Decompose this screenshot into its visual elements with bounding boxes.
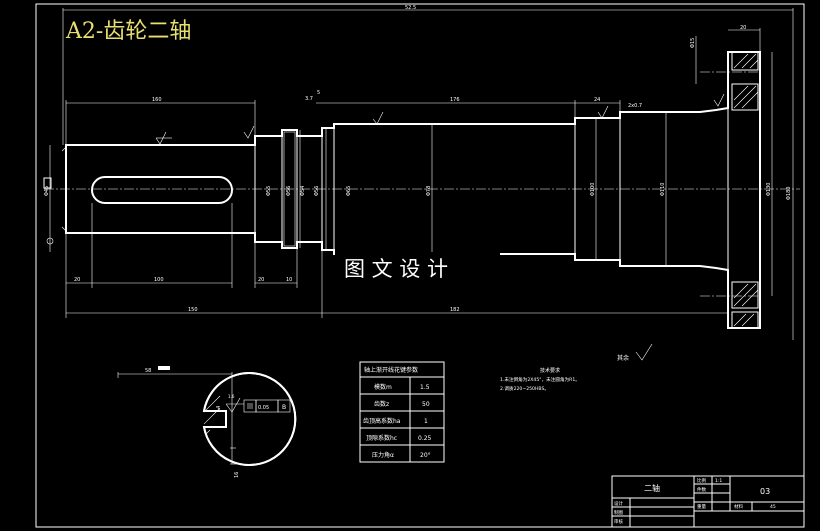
gear-row-value: 1.5 bbox=[420, 384, 430, 391]
title-drawing-no: 03 bbox=[760, 487, 770, 496]
dim-overall: 52.5 bbox=[405, 5, 416, 11]
shaft-outline bbox=[61, 51, 761, 329]
title-check-label: 审核 bbox=[614, 518, 623, 525]
dim-diameter-9: Φ130 bbox=[766, 183, 772, 196]
title-block: 二轴 比例 1:1 件数 重量 材料 45 03 设计 制图 审核 bbox=[611, 475, 805, 528]
dim-diameter-6: Φ78 bbox=[426, 186, 432, 196]
gear-row-label: 齿顶高系数ha bbox=[363, 417, 401, 425]
section-roughness: 1.6 bbox=[228, 394, 235, 399]
dim-step-b: 5 bbox=[317, 90, 320, 96]
gear-table: 轴上渐开线花键参数 模数m 1.5 齿数z 50 齿顶高系数ha 1 顶隙系数h… bbox=[359, 361, 445, 463]
dim-diameter-7: Φ100 bbox=[590, 183, 596, 196]
title-scale-value: 1:1 bbox=[715, 478, 722, 484]
dim-flange-thickness: 20 bbox=[740, 25, 746, 31]
gear-table-header: 轴上渐开线花键参数 bbox=[364, 366, 418, 374]
dim-bottom-right-total: 182 bbox=[450, 307, 460, 313]
gear-row-label: 压力角α bbox=[372, 451, 394, 459]
keyway-slot bbox=[91, 176, 233, 204]
dim-keyway-offset: 20 bbox=[74, 277, 80, 283]
gear-row-value: 0.25 bbox=[418, 435, 432, 442]
dim-diameter-10: Φ180 bbox=[786, 187, 792, 200]
title-qty-label: 件数 bbox=[697, 486, 706, 493]
watermark-bg bbox=[335, 252, 500, 282]
dim-step-a: 3.7 bbox=[305, 96, 313, 102]
tolerance-value: 0.05 bbox=[258, 405, 269, 411]
drawing-border bbox=[35, 3, 805, 528]
dim-diameter-1: Φ55 bbox=[266, 186, 272, 196]
title-material-label: 材料 bbox=[734, 503, 743, 510]
gear-row-label: 齿数z bbox=[374, 400, 389, 408]
cross-section: 58 14 16 0.05 B 1.6 bbox=[117, 366, 297, 478]
dim-bottom-left-total: 150 bbox=[188, 307, 198, 313]
gear-row-label: 模数m bbox=[374, 383, 392, 391]
dim-section-width: 58 bbox=[145, 368, 151, 374]
dim-bottom-small-a: 20 bbox=[258, 277, 264, 283]
dim-section-depth: 14 bbox=[216, 406, 222, 412]
title-design-label: 设计 bbox=[614, 500, 623, 507]
watermark-text: 图 文 设 计 bbox=[344, 257, 448, 281]
dim-flange: Φ15 bbox=[690, 38, 696, 48]
dim-chamfer: 2x0.7 bbox=[628, 103, 642, 109]
surface-note: 其余 bbox=[617, 354, 629, 362]
title-part-name: 二轴 bbox=[644, 483, 660, 493]
title-scale-label: 比例 bbox=[697, 477, 706, 484]
dim-middle-segment: 176 bbox=[450, 97, 460, 103]
tech-req-line: 2.调质220~250HBS。 bbox=[500, 385, 549, 392]
title-material-value: 45 bbox=[770, 504, 776, 510]
dim-diameter-4: Φ56 bbox=[314, 186, 320, 196]
dim-diameter-2: Φ56 bbox=[286, 186, 292, 196]
roughness-symbols bbox=[155, 93, 725, 361]
dim-diameter-5: Φ65 bbox=[346, 186, 352, 196]
dim-bottom-small-b: 10 bbox=[286, 277, 292, 283]
drawing-title: A2-齿轮二轴 bbox=[65, 19, 191, 44]
gear-row-value: 20° bbox=[420, 452, 431, 459]
dim-step-c: 24 bbox=[594, 97, 600, 103]
gear-row-value: 50 bbox=[422, 401, 430, 408]
flange-hatch bbox=[700, 51, 760, 329]
dim-diameter-8: Φ110 bbox=[660, 183, 666, 196]
dim-diameter-end: Φ45 bbox=[44, 186, 50, 196]
dim-diameter-3: Φ54 bbox=[300, 186, 306, 196]
dim-section-key: 16 bbox=[234, 472, 240, 478]
dim-left-segment: 160 bbox=[152, 97, 162, 103]
gear-row-value: 1 bbox=[424, 418, 428, 425]
title-weight-label: 重量 bbox=[697, 503, 706, 510]
datum-marker bbox=[43, 177, 54, 252]
dim-keyway-length: 100 bbox=[154, 277, 164, 283]
tech-requirements: 技术要求 1.未注倒角为2X45°，未注圆角为R1。 2.调质220~250HB… bbox=[500, 367, 580, 392]
tech-req-line: 1.未注倒角为2X45°，未注圆角为R1。 bbox=[500, 376, 580, 383]
gear-row-label: 顶隙系数hc bbox=[366, 434, 397, 442]
top-dimensions: 160 3.7 5 176 24 2x0.7 20 bbox=[65, 25, 761, 145]
tech-req-title: 技术要求 bbox=[540, 367, 560, 374]
title-draw-label: 制图 bbox=[614, 509, 623, 516]
datum-label: B bbox=[282, 404, 286, 411]
bottom-dimensions: 20 100 20 10 150 182 bbox=[65, 203, 728, 318]
diameter-labels: Φ45 Φ55 Φ56 Φ54 Φ56 Φ65 Φ78 Φ100 Φ110 Φ1… bbox=[44, 36, 792, 296]
